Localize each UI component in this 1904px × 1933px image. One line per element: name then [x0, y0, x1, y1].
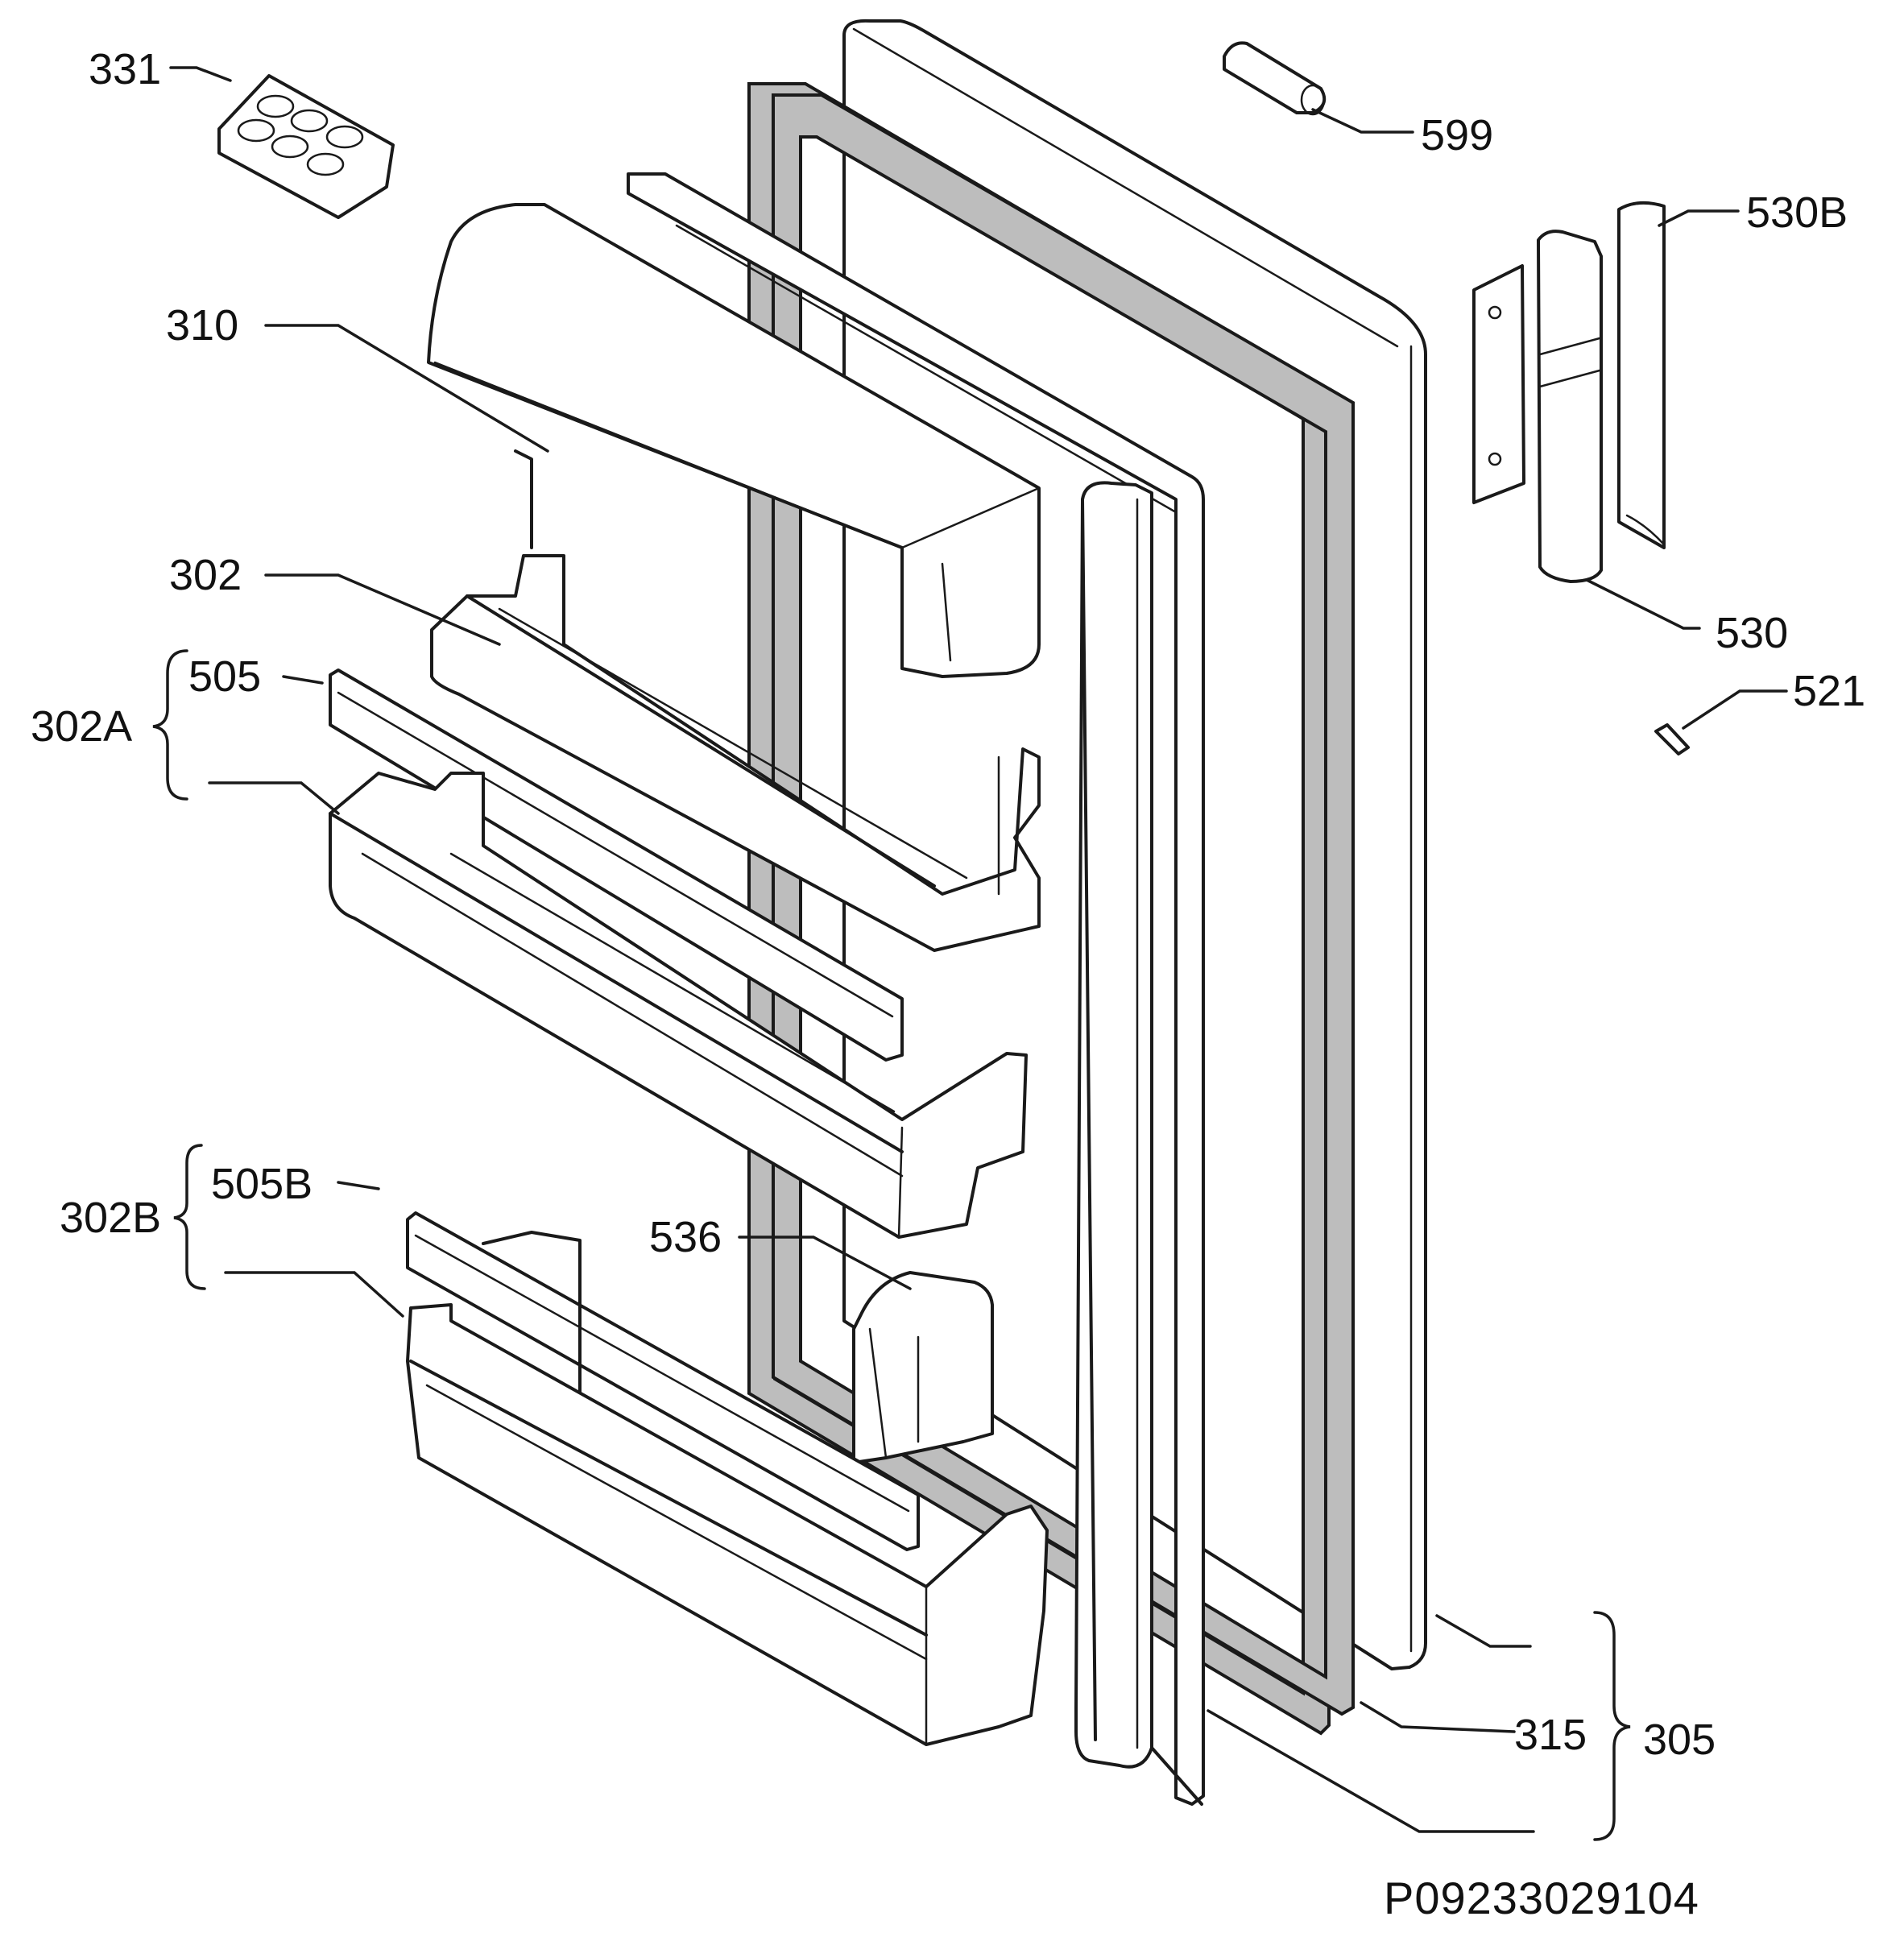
label-302: 302 [169, 551, 242, 599]
bottle-stop-536 [852, 1271, 994, 1464]
lower-bin-retaining-bar [406, 1211, 920, 1551]
label-505b: 505B [211, 1160, 313, 1208]
door-inner-liner [627, 172, 1205, 1806]
label-536: 536 [649, 1213, 722, 1261]
part-labels: 331 310 302 302A 505 302B 505B 536 599 5… [31, 45, 1865, 1923]
label-530b: 530B [1746, 188, 1848, 237]
top-dairy-compartment [427, 203, 1041, 678]
label-521: 521 [1793, 667, 1865, 715]
brace-302b [173, 1144, 206, 1290]
label-302a: 302A [31, 702, 132, 751]
egg-tray-331 [217, 74, 395, 219]
label-302b: 302B [60, 1194, 161, 1242]
brace-302a [152, 649, 188, 801]
drawing-code: P09233029104 [1384, 1873, 1699, 1923]
label-505: 505 [188, 652, 261, 701]
leader-lines [169, 66, 1788, 1833]
hinge-530 [1472, 230, 1603, 583]
middle-door-bin [329, 772, 1028, 1239]
door-liner-front [1074, 481, 1203, 1806]
label-310: 310 [166, 301, 238, 350]
lower-door-bin [406, 1303, 1049, 1746]
label-599: 599 [1421, 111, 1493, 159]
upper-door-bin [430, 449, 1041, 952]
label-331: 331 [89, 45, 161, 93]
hinge-cover-530b [1617, 201, 1666, 549]
brace-305 [1593, 1611, 1631, 1841]
hinge-pin-599 [1223, 41, 1327, 116]
screw-521 [1654, 723, 1690, 755]
label-530: 530 [1716, 609, 1788, 657]
upper-bin-retaining-bar [329, 668, 904, 1062]
label-305: 305 [1643, 1716, 1716, 1764]
label-315: 315 [1514, 1711, 1587, 1759]
